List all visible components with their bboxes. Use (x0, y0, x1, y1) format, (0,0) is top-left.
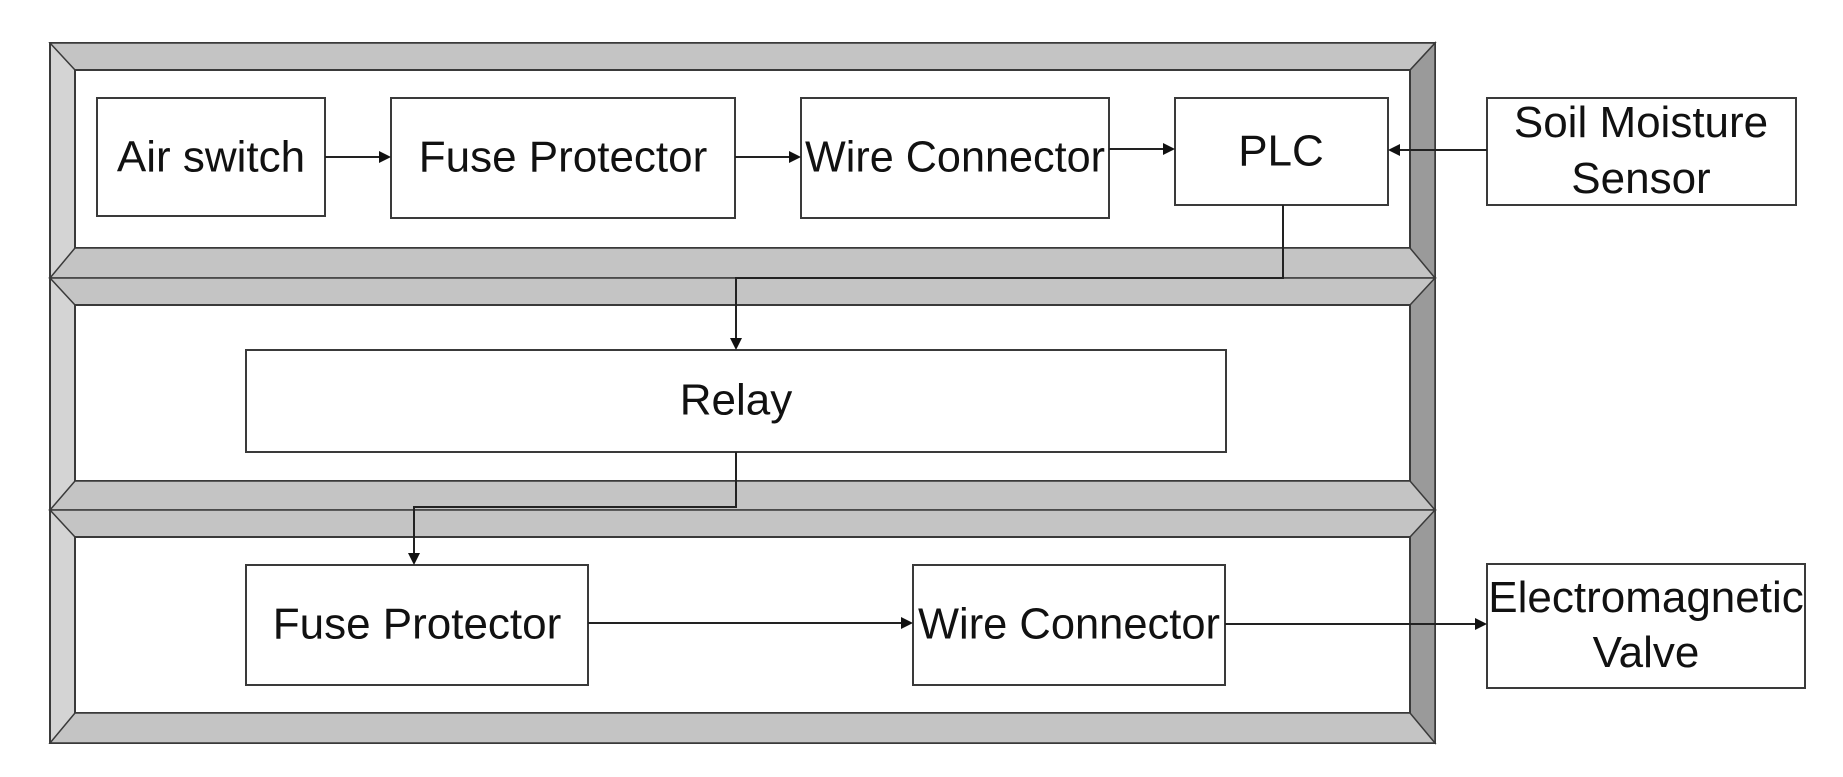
wire-connector-bottom-block: Wire Connector (912, 564, 1226, 686)
arrowhead-plc-right (1388, 144, 1400, 156)
electromagnetic-valve-label-line2: Valve (1593, 628, 1700, 677)
relay-block: Relay (245, 349, 1227, 453)
soil-moisture-sensor-label: Soil Moisture (1514, 98, 1768, 147)
connector-relay-to-fuse (413, 452, 737, 554)
arrowhead-fuse-bottom (408, 553, 420, 565)
arrowhead-relay (730, 338, 742, 350)
fuse-protector-top-label: Fuse Protector (419, 133, 708, 182)
top-band-top-bevel (48, 42, 1437, 71)
bottom-band-top-bevel (48, 509, 1437, 538)
wire-connector-top-block: Wire Connector (800, 97, 1110, 219)
fuse-protector-top-block: Fuse Protector (390, 97, 736, 219)
relay-label: Relay (680, 376, 793, 425)
air-switch-label: Air switch (117, 133, 305, 182)
connector-plc-to-relay (735, 205, 1284, 339)
enclosure-right-bevel (1409, 41, 1436, 745)
bottom-band-bottom-bevel (48, 712, 1437, 744)
air-switch-block: Air switch (96, 97, 326, 217)
soil-moisture-sensor-label-line2: Sensor (1571, 154, 1710, 203)
wire-connector-top-label: Wire Connector (805, 133, 1105, 182)
arrowhead-fuse-top (379, 151, 391, 163)
fuse-protector-bottom-label: Fuse Protector (273, 600, 562, 649)
arrowhead-wire-bottom (901, 617, 913, 629)
plc-label: PLC (1238, 127, 1324, 176)
arrowhead-valve (1475, 618, 1487, 630)
connectors (325, 143, 1487, 630)
arrowhead-wire-top (789, 151, 801, 163)
electromagnetic-valve-line-2: Valve (1593, 628, 1700, 677)
arrowhead-plc-left (1163, 143, 1175, 155)
soil-moisture-sensor-line-2: Sensor (1571, 154, 1710, 203)
plc-block: PLC (1174, 97, 1389, 206)
electromagnetic-valve-block: Electromagnetic Valve (1486, 563, 1806, 689)
top-band-bottom-bevel (48, 247, 1437, 279)
middle-band-bottom-bevel (48, 480, 1437, 511)
fuse-protector-bottom-block: Fuse Protector (245, 564, 589, 686)
wire-connector-bottom-label: Wire Connector (918, 600, 1220, 649)
electromagnetic-valve-label: Electromagnetic (1488, 573, 1803, 622)
electromagnetic-valve-line-1: Electromagnetic (1488, 573, 1803, 622)
soil-moisture-sensor-line-1: Soil Moisture (1514, 98, 1768, 147)
soil-moisture-sensor-block: Soil Moisture Sensor (1486, 97, 1797, 206)
middle-band-top-bevel (48, 277, 1437, 306)
